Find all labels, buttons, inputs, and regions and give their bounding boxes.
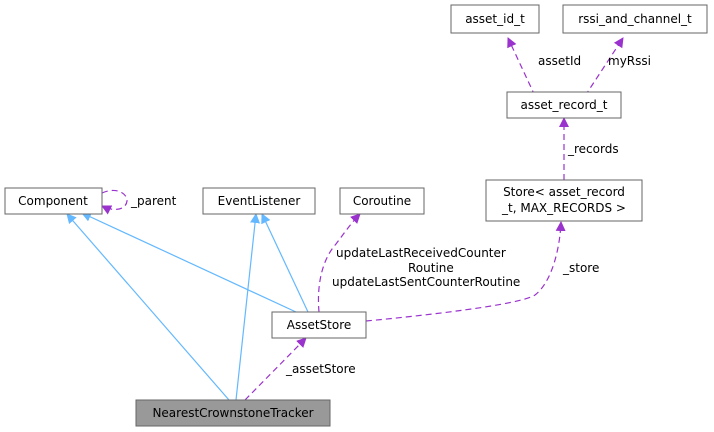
node-label: EventListener: [218, 194, 301, 208]
edge-coroutine: [317, 213, 361, 313]
edge-eventlistener-tracker: [235, 213, 261, 401]
node-label: NearestCrownstoneTracker: [152, 406, 313, 420]
node-asset-store[interactable]: AssetStore: [271, 311, 367, 339]
node-store[interactable]: Store< asset_record _t, MAX_RECORDS >: [485, 179, 643, 222]
edge-label-myrssi: myRssi: [608, 54, 651, 68]
edge-label-parent: _parent: [130, 194, 177, 208]
node-event-listener[interactable]: EventListener: [202, 187, 316, 215]
edge-label-store: _store: [562, 261, 599, 275]
node-label-line1: Store< asset_record: [503, 185, 625, 199]
edge-myrssi: [584, 37, 624, 97]
node-component[interactable]: Component: [4, 187, 103, 215]
node-asset-id-t[interactable]: asset_id_t: [450, 4, 540, 34]
edge-label-coroutine-1: updateLastReceivedCounter: [336, 246, 506, 260]
node-label: Component: [18, 194, 88, 208]
node-rssi-and-channel-t[interactable]: rssi_and_channel_t: [562, 4, 708, 34]
edge-label-records: _records: [567, 142, 619, 156]
edge-component-tracker: [66, 213, 230, 401]
edge-label-assetid: assetId: [538, 54, 581, 68]
edge-component-assetstore: [81, 212, 297, 313]
node-label: AssetStore: [287, 318, 352, 332]
edge-eventlistener-assetstore: [261, 213, 309, 313]
edge-parent: [101, 189, 128, 215]
edge-assetid: [507, 37, 536, 97]
edge-assetstore: [244, 337, 307, 401]
node-label: Coroutine: [353, 194, 411, 208]
edge-label-coroutine-2: Routine: [408, 261, 454, 275]
node-label: asset_record_t: [521, 98, 608, 112]
node-label-line2: _t, MAX_RECORDS >: [501, 201, 626, 215]
node-nearest-crownstone-tracker[interactable]: NearestCrownstoneTracker: [135, 399, 331, 427]
node-label: asset_id_t: [465, 12, 525, 26]
node-asset-record-t[interactable]: asset_record_t: [506, 91, 622, 119]
node-label: rssi_and_channel_t: [578, 12, 692, 26]
edge-label-coroutine-3: updateLastSentCounterRoutine: [332, 275, 520, 289]
edge-label-assetstore: _assetStore: [285, 362, 356, 376]
node-coroutine[interactable]: Coroutine: [339, 187, 425, 215]
edge-store: [365, 221, 566, 322]
